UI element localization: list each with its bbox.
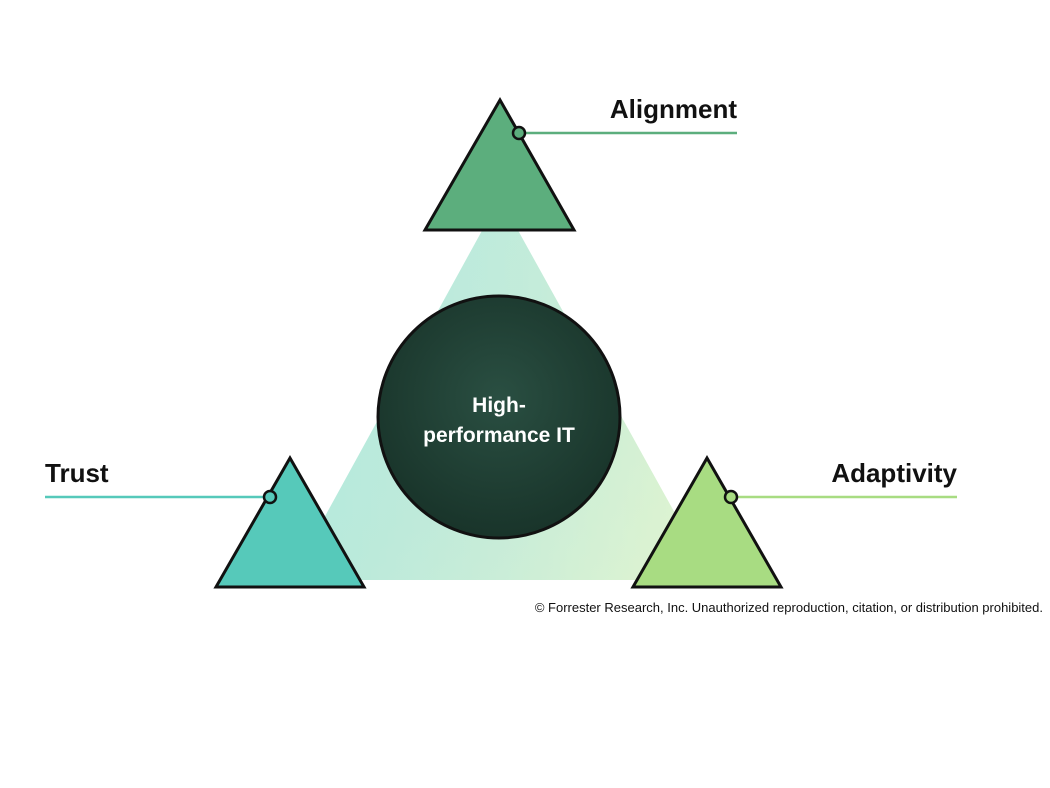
alignment-node: Alignment xyxy=(422,94,737,232)
center-circle xyxy=(376,294,622,540)
copyright-notice: © Forrester Research, Inc. Unauthorized … xyxy=(534,600,1043,615)
center-label-line1: High- xyxy=(472,394,526,417)
adaptivity-label: Adaptivity xyxy=(831,458,957,488)
trust-node: Trust xyxy=(45,454,367,589)
adaptivity-node: Adaptivity xyxy=(630,454,958,589)
alignment-triangle xyxy=(422,96,577,232)
trust-connector-dot xyxy=(262,489,278,505)
trust-label: Trust xyxy=(45,458,109,488)
alignment-connector-dot xyxy=(511,125,527,141)
center-label-line2: performance IT xyxy=(423,424,575,447)
adaptivity-connector-dot xyxy=(723,489,739,505)
adaptivity-triangle xyxy=(630,454,784,589)
trust-triangle xyxy=(213,454,367,589)
alignment-label: Alignment xyxy=(610,94,737,124)
